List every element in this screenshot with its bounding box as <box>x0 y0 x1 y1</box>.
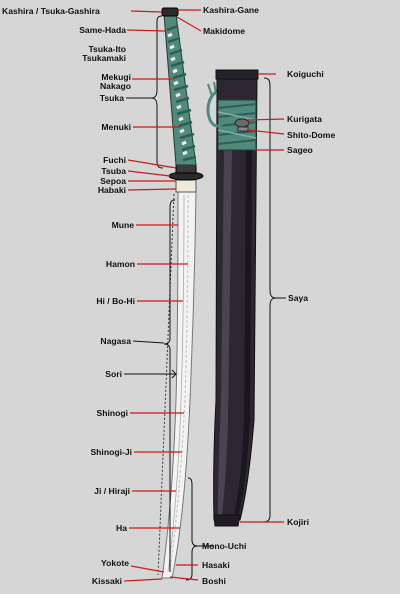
habaki-drawing <box>175 179 197 193</box>
label-saya: Saya <box>288 293 309 303</box>
label-makidome: Makidome <box>203 26 246 36</box>
kashira-drawing <box>161 7 179 17</box>
kurigata-knob <box>234 118 250 128</box>
katana-drawing <box>157 7 204 579</box>
label-kashira-gane: Kashira-Gane <box>203 5 259 15</box>
label-nagasa: Nagasa <box>100 336 131 346</box>
label-kojiri: Kojiri <box>287 517 309 527</box>
label-habaki: Habaki <box>97 185 126 195</box>
label-hi: Hi / Bo-Hi <box>96 296 135 306</box>
saya-shade <box>234 150 252 516</box>
label-mune: Mune <box>111 220 134 230</box>
nagasa-dotted-line <box>157 193 175 576</box>
koiguchi-cap <box>215 69 259 80</box>
sori-marker <box>164 369 177 379</box>
label-nakago: Nakago <box>99 81 131 91</box>
label-tsuka: Tsuka <box>99 93 124 103</box>
label-sageo: Sageo <box>287 145 313 155</box>
saya-highlight <box>218 150 232 515</box>
label-koiguchi: Koiguchi <box>287 69 324 79</box>
label-shito-dome: Shito-Dome <box>287 130 336 140</box>
label-mekugi: Mekugi <box>101 72 131 82</box>
label-boshi: Boshi <box>202 576 226 586</box>
saya-bracket <box>262 77 277 523</box>
saya-drawing <box>206 69 259 527</box>
label-kurigata: Kurigata <box>287 114 322 124</box>
label-tsukamaki: Tsukamaki <box>82 53 126 63</box>
label-kissaki: Kissaki <box>91 576 122 586</box>
label-yokote: Yokote <box>100 558 129 568</box>
label-tsuka-ito: Tsuka-Ito <box>88 44 126 54</box>
label-sori: Sori <box>105 369 122 379</box>
label-same-hada: Same-Hada <box>79 25 126 35</box>
nagasa-bracket-line <box>163 199 176 572</box>
label-tsuba: Tsuba <box>101 166 126 176</box>
label-shinogi-ji: Shinogi-Ji <box>90 447 132 457</box>
black-leader-lines <box>124 97 286 547</box>
label-mono-uchi: Mono-Uchi <box>202 541 247 551</box>
sageo-loop <box>206 90 226 128</box>
label-hasaki: Hasaki <box>202 560 230 570</box>
shinogi-line <box>167 194 185 573</box>
label-kashira: Kashira / Tsuka-Gashira <box>2 6 100 16</box>
leader-lines <box>123 9 285 582</box>
label-ji: Ji / Hiraji <box>94 486 130 496</box>
label-menuki: Menuki <box>101 122 131 132</box>
label-ha: Ha <box>116 523 127 533</box>
kojiri-cap <box>213 514 241 527</box>
label-sepoa: Sepoa <box>100 176 126 186</box>
blade <box>161 189 197 579</box>
label-hamon: Hamon <box>105 259 135 269</box>
label-fuchi: Fuchi <box>103 155 126 165</box>
label-shinogi: Shinogi <box>96 408 128 418</box>
hamon-line <box>169 194 189 571</box>
tsuka-bracket <box>150 15 164 169</box>
